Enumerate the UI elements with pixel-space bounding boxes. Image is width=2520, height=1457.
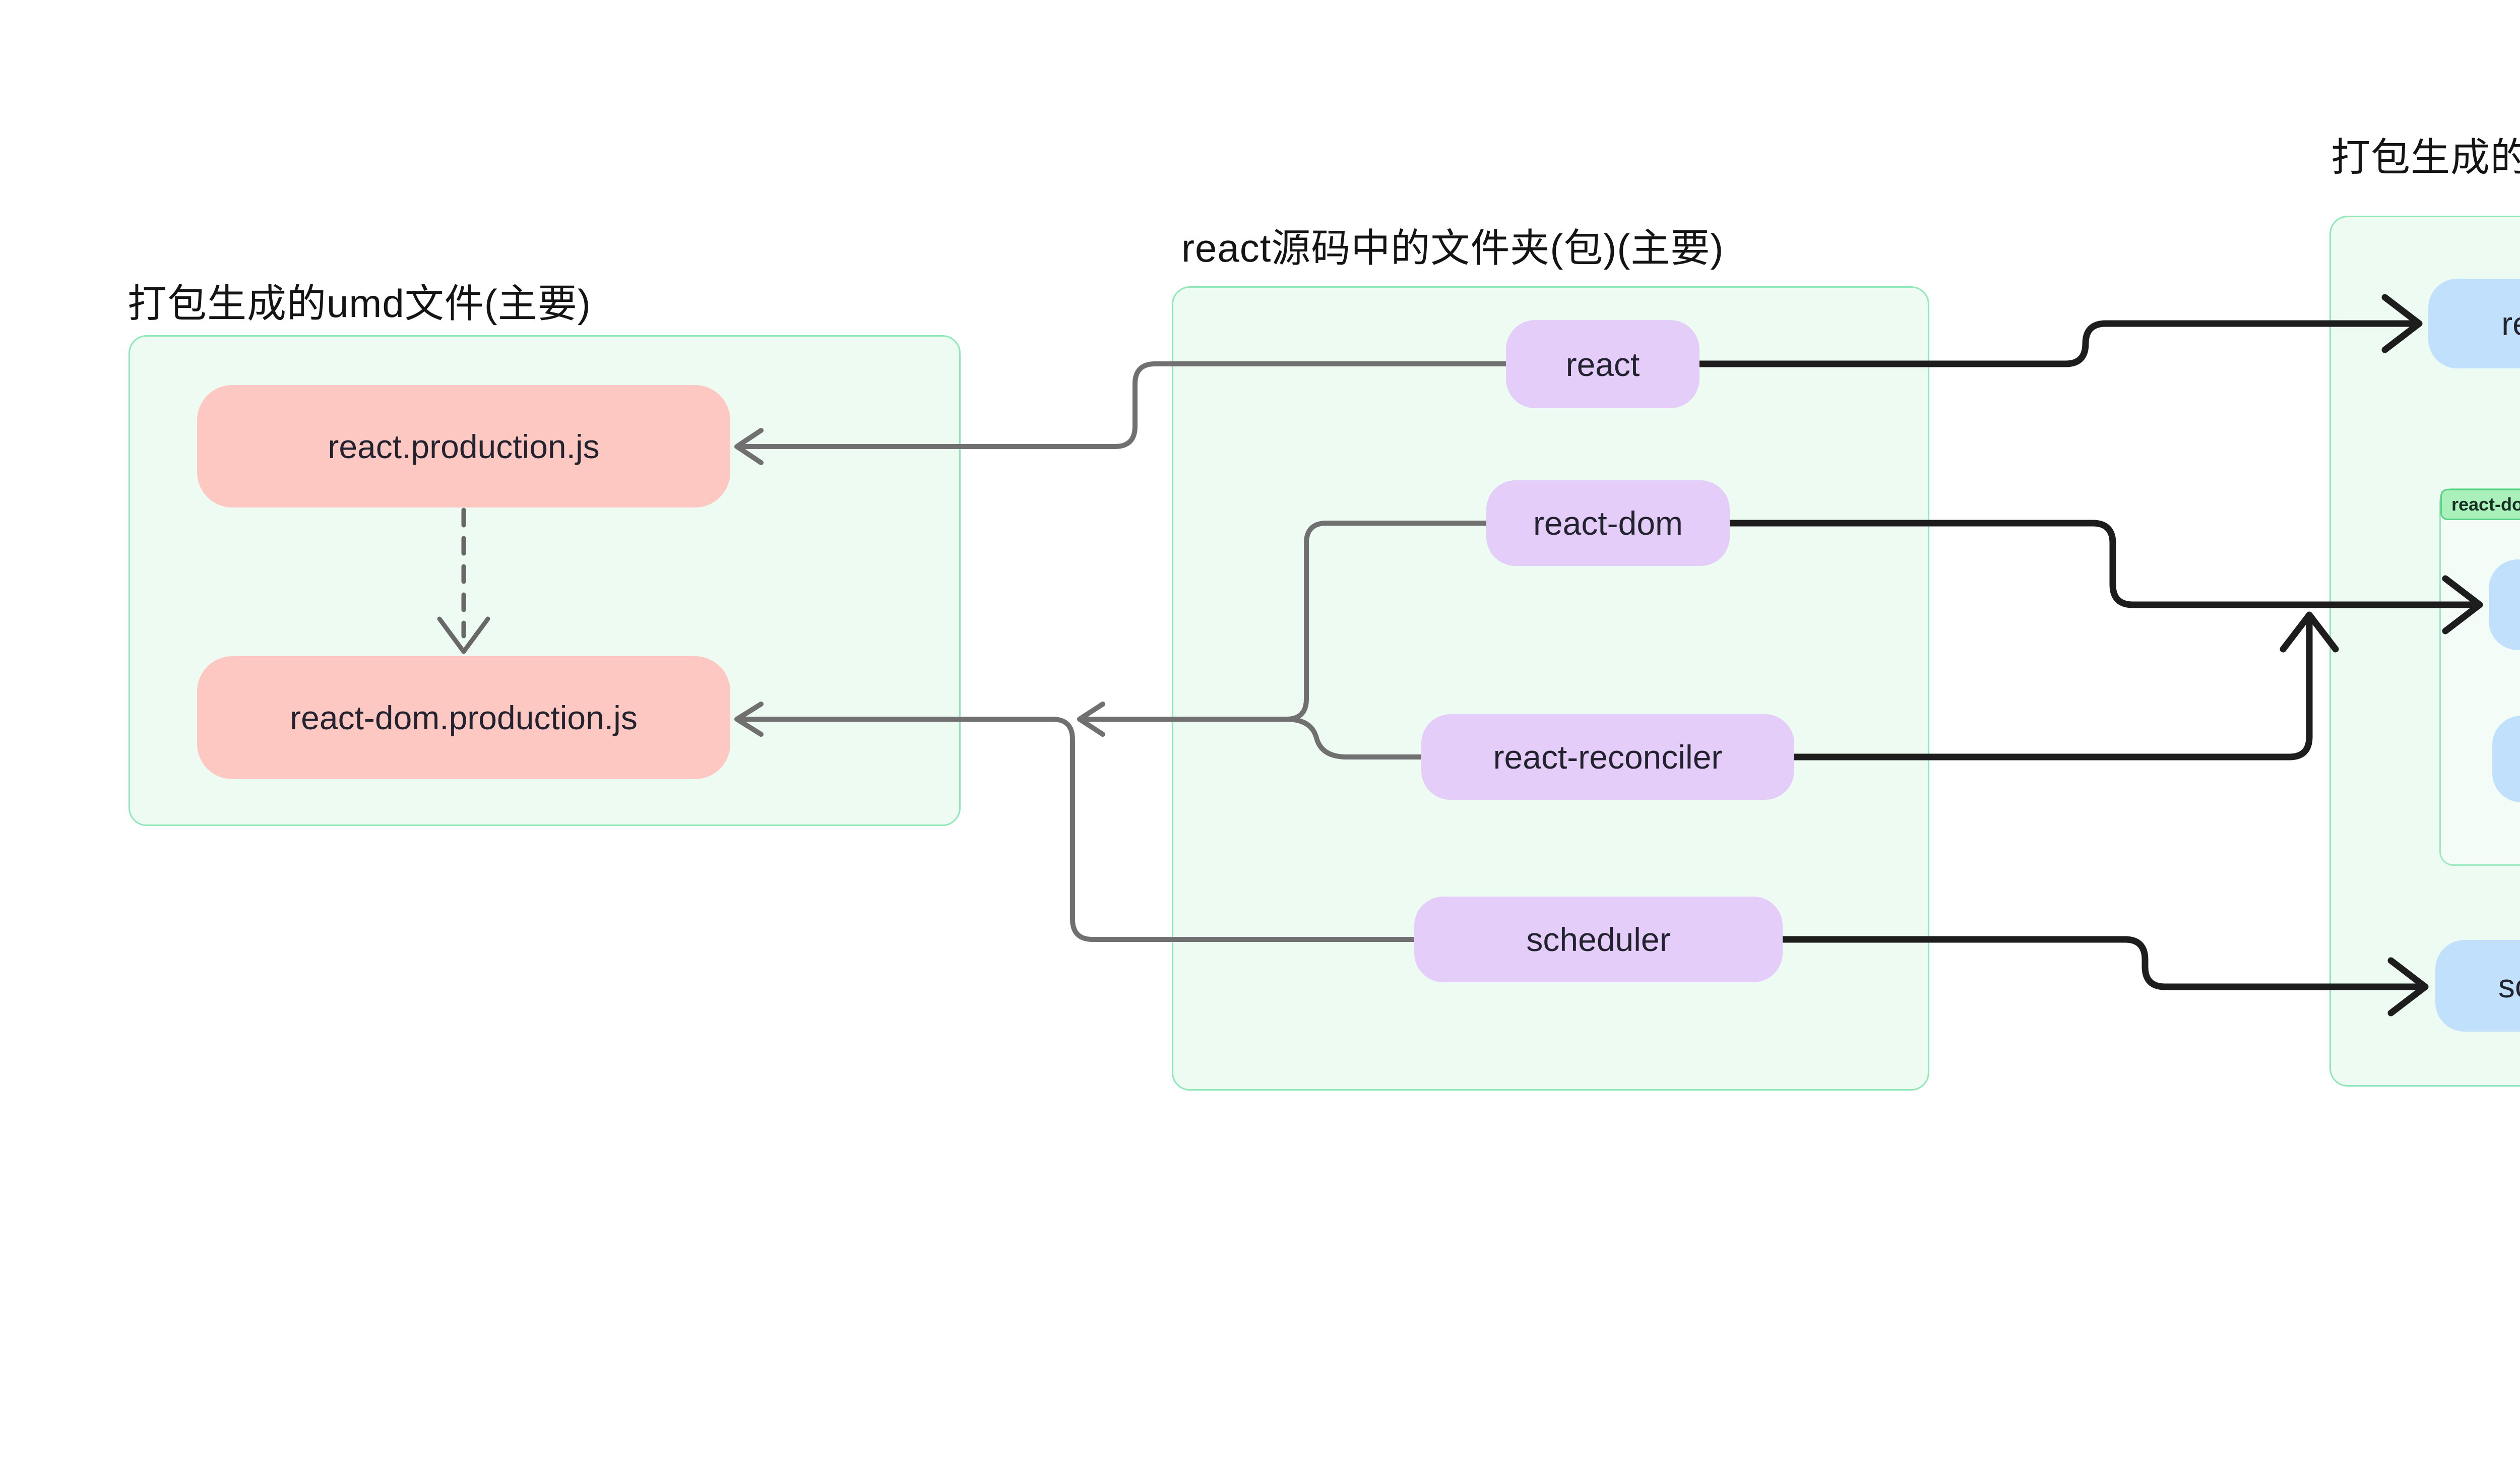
- edge-src-react-dom-to-cjs-react-dom: [1726, 520, 2477, 608]
- node-src-react-dom: react-dom: [1486, 480, 1730, 566]
- cjs-react-dom-subcontainer: [2439, 488, 2520, 866]
- edge-src-react-to-cjs-react: [1696, 320, 2417, 367]
- node-src-react-reconciler: react-reconciler: [1421, 714, 1794, 800]
- arrowhead-dashed-prod: [437, 616, 490, 654]
- node-src-react: react: [1506, 320, 1699, 408]
- node-react-production-js: react.production.js: [197, 385, 730, 508]
- arrowhead-reconciler-up: [2280, 611, 2339, 653]
- edge-react-dom-left: [1247, 521, 1489, 722]
- edge-scheduler-to-react-dom-production: [739, 717, 1417, 942]
- node-cjs-react-dom: react-dom: [2489, 559, 2520, 650]
- arrowhead-into-cjs-scheduler: [2387, 957, 2429, 1017]
- group-title-src: react源码中的文件夹(包)(主要): [1181, 226, 1724, 270]
- node-src-scheduler: scheduler: [1414, 897, 1783, 982]
- group-title-umd: 打包生成的umd文件(主要): [128, 281, 591, 326]
- arrowhead-into-cjs-react-dom: [2442, 575, 2483, 635]
- arrowhead-into-react-production: [734, 428, 764, 465]
- subcontainer-badge-react-dom: react-dom: [2440, 489, 2520, 520]
- edge-react-reconciler-up: [1791, 617, 2313, 761]
- arrowhead-into-react-dom-production: [734, 702, 764, 737]
- node-cjs-scheduler: scheduler: [2435, 940, 2520, 1032]
- node-react-dom-production-js: react-dom.production.js: [197, 656, 730, 779]
- node-cjs-react: react: [2428, 279, 2520, 368]
- edge-src-scheduler-to-cjs-scheduler: [1779, 936, 2423, 990]
- node-cjs-react-dom-client: react-dom/client: [2492, 716, 2520, 802]
- edge-react-to-react-production: [739, 361, 1508, 449]
- edge-react-reconciler-left: [1247, 717, 1424, 759]
- group-title-cjs: 打包生成的cjs包(npm包)(主要): [2331, 135, 2520, 179]
- arrowhead-merged-junction: [1077, 702, 1105, 737]
- arrowhead-into-cjs-react: [2381, 294, 2423, 353]
